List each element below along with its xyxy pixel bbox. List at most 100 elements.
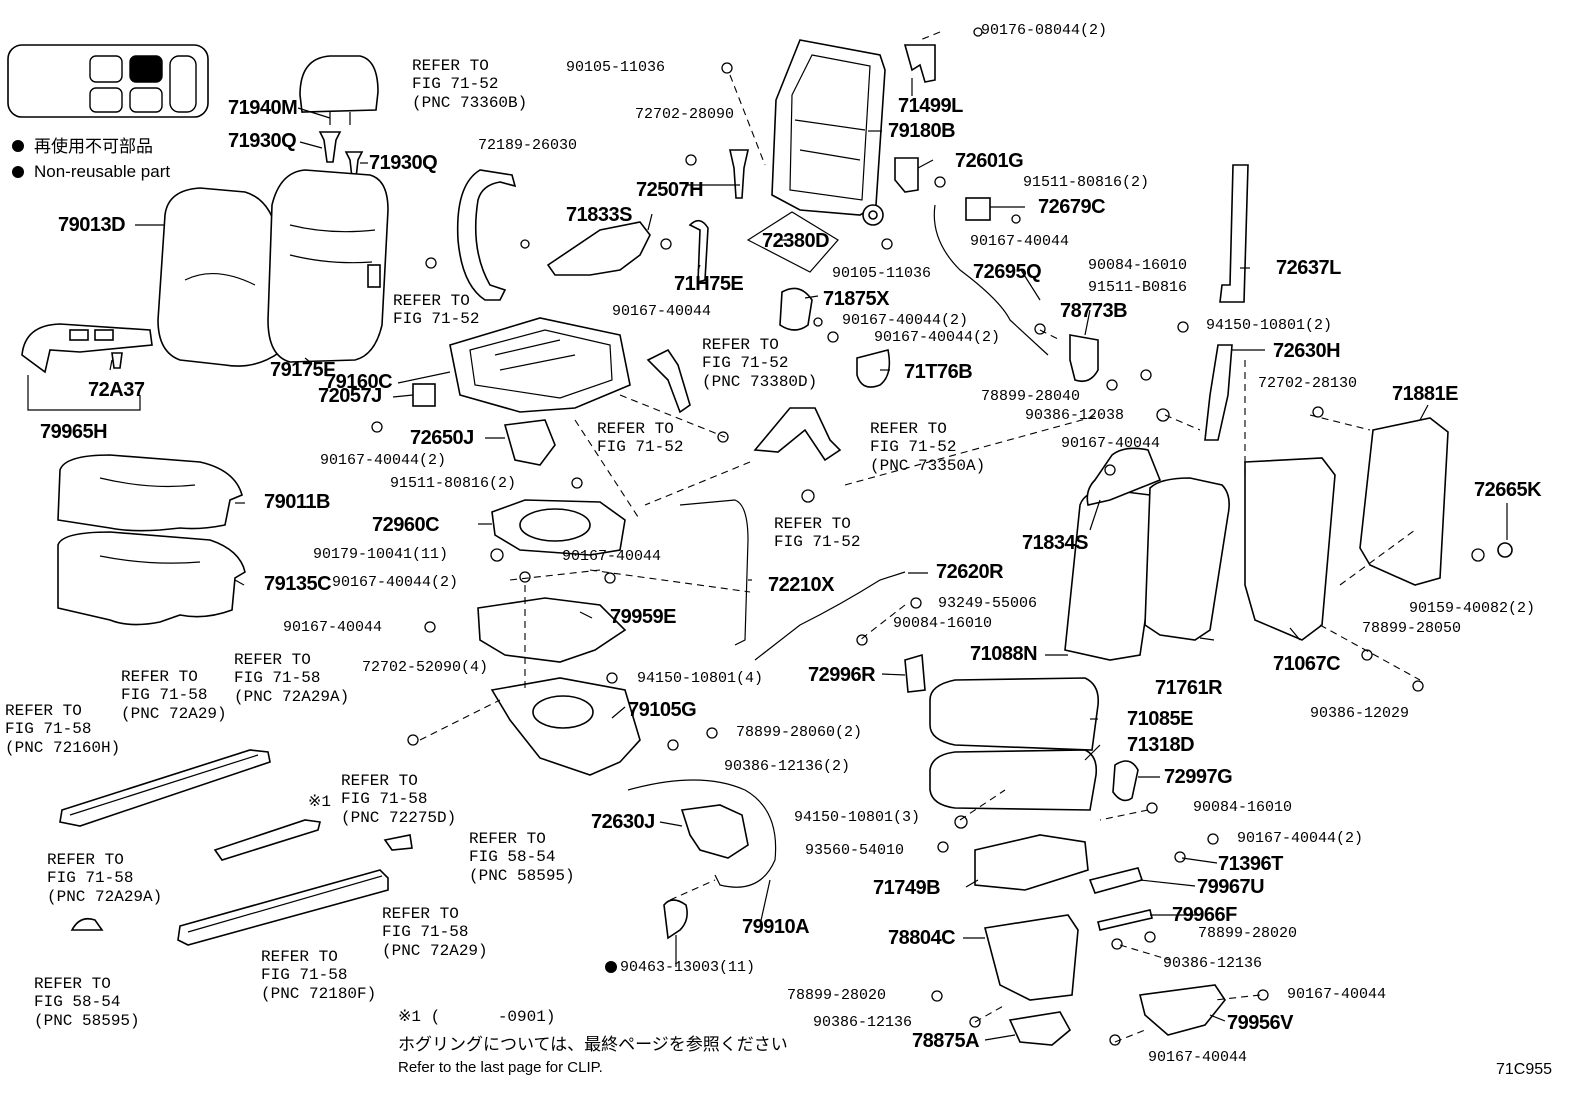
part-label: 71940M	[228, 97, 298, 119]
part-label: 79175F	[270, 359, 335, 381]
cover-79967U	[1088, 867, 1144, 894]
part-label: 71067C	[1273, 653, 1341, 675]
cable-72380D	[746, 211, 839, 273]
armrest-base-71085E	[929, 677, 1100, 811]
cover-71T76B	[856, 349, 891, 388]
headrest	[299, 55, 379, 125]
fastener-label: 78899-28060(2)	[736, 724, 863, 741]
dashed-connectors	[419, 31, 1421, 1043]
note-mark-1: ※1	[308, 793, 332, 811]
refer-to-block: REFER TO FIG 71-52	[597, 420, 684, 457]
fastener-label: 90105-11036	[832, 265, 932, 282]
fastener-label: 90084-16010	[1088, 257, 1188, 274]
part-label: 72507H	[636, 179, 704, 201]
fastener-label: 78899-28040	[981, 388, 1081, 405]
cushion-cover-79011B	[57, 454, 243, 532]
lock-72630J	[680, 804, 749, 859]
fastener-label: 90167-40044	[970, 233, 1070, 250]
panel-71881E	[1359, 417, 1449, 586]
hog-ring-clip	[663, 899, 688, 940]
fastener-label: 90167-40044	[1287, 986, 1387, 1003]
knob-71875X	[779, 287, 813, 331]
fastener-label: 72702-28090	[635, 106, 735, 123]
part-label: 79966F	[1172, 904, 1237, 926]
fastener-label: 90167-40044(2)	[842, 312, 969, 329]
part-label: 79959E	[610, 606, 676, 628]
fastener-label: 94150-10801(3)	[794, 809, 921, 826]
part-label: 71499L	[898, 95, 963, 117]
part-label: 72960C	[372, 514, 440, 536]
fastener-label: 90167-40044	[1061, 435, 1161, 452]
cap-72665K	[1497, 542, 1513, 558]
footnote-clip-jp: ホグリングについては、最終ページを参照ください	[398, 1035, 788, 1054]
part-label: 71834S	[1022, 532, 1088, 554]
part-label: 72996R	[808, 664, 876, 686]
rail-clip-58595	[383, 834, 413, 851]
part-label: 79910A	[742, 916, 810, 938]
fastener-label: 90386-12038	[1025, 407, 1125, 424]
handle-71834S	[1086, 447, 1162, 506]
belt-73360B	[456, 169, 517, 301]
leader-lines	[109, 78, 1508, 1041]
part-label: 71881E	[1392, 383, 1458, 405]
seat-rail-lower	[177, 869, 389, 946]
part-label: 78804C	[888, 927, 956, 949]
refer-to-block: REFER TO FIG 71-58 (PNC 72A29A)	[234, 651, 350, 706]
fastener-label: 78899-28020	[787, 987, 887, 1004]
part-label: 78875A	[912, 1030, 980, 1052]
part-label: 79105G	[628, 699, 697, 721]
refer-to-block: REFER TO FIG 71-52 (PNC 73360B)	[412, 57, 528, 112]
refer-to-block: REFER TO FIG 71-52	[393, 292, 480, 329]
part-label: 72057J	[318, 385, 382, 407]
refer-to-block: REFER TO FIG 71-58 (PNC 72180F)	[261, 948, 377, 1003]
fastener-label: 90167-40044	[612, 303, 712, 320]
figure-code: 71C955	[1496, 1061, 1553, 1078]
fastener-label: 91511-80816(2)	[1023, 174, 1150, 191]
bracket-72997G	[1112, 760, 1139, 802]
belt-73350A	[753, 407, 842, 462]
cable-72620R	[754, 571, 906, 661]
refer-to-block: REFER TO FIG 71-58 (PNC 72A29)	[121, 668, 227, 723]
bracket-72996R	[904, 653, 926, 693]
fastener-label: 90176-08044(2)	[981, 22, 1108, 39]
refer-to-block: REFER TO FIG 71-58 (PNC 72A29A)	[47, 851, 163, 906]
refer-to-block: REFER TO FIG 71-58 (PNC 72160H)	[5, 702, 121, 757]
legend-nonreusable-jp: 再使用不可部品	[34, 137, 153, 156]
part-label: 72620R	[936, 561, 1004, 583]
cushion-pad-79135C	[57, 531, 246, 626]
cable-79910A	[627, 779, 777, 888]
part-label: 72601G	[955, 150, 1024, 172]
fastener-label: 90179-10041(11)	[313, 546, 449, 563]
part-label: 72630H	[1273, 340, 1341, 362]
fastener-label: 91511-80816(2)	[390, 475, 517, 492]
clip-71H75E	[688, 219, 709, 284]
part-label: 79965H	[40, 421, 108, 443]
rod-72630H	[1204, 344, 1233, 441]
part-label: 72695Q	[973, 261, 1042, 283]
fastener-label: 90084-16010	[893, 615, 993, 632]
part-label: 72A37	[88, 379, 145, 401]
rail-clip-58595-b	[70, 917, 104, 931]
cable-72210X	[679, 499, 749, 646]
footnote-ref-mark: ※1 ( -0901)	[398, 1008, 556, 1026]
part-label: 71833S	[566, 204, 632, 226]
refer-to-block: REFER TO FIG 58-54 (PNC 58595)	[469, 830, 575, 885]
part-label: 71085E	[1127, 708, 1193, 730]
fastener-label: 90159-40082(2)	[1409, 600, 1536, 617]
fastener-label: 90167-40044	[1148, 1049, 1248, 1066]
strip-72637L	[1219, 164, 1249, 303]
part-label: 79180B	[888, 120, 956, 142]
part-label: 72380D	[762, 230, 830, 252]
fastener-label: 90386-12136	[813, 1014, 913, 1031]
legend-nonreusable-en: Non-reusable part	[34, 162, 171, 181]
fastener-label: 94150-10801(4)	[637, 670, 764, 687]
part-label: 72630J	[591, 811, 655, 833]
part-label: 71T76B	[904, 361, 973, 383]
fastener-label: 78899-28050	[1362, 620, 1462, 637]
fastener-label: 72702-28130	[1258, 375, 1358, 392]
fastener-label: 90386-12029	[1310, 705, 1410, 722]
fasteners	[371, 27, 1485, 1046]
refer-to-block: REFER TO FIG 71-52	[774, 515, 861, 552]
fastener-label: 72189-26030	[478, 137, 578, 154]
part-label: 71H75E	[674, 273, 744, 295]
